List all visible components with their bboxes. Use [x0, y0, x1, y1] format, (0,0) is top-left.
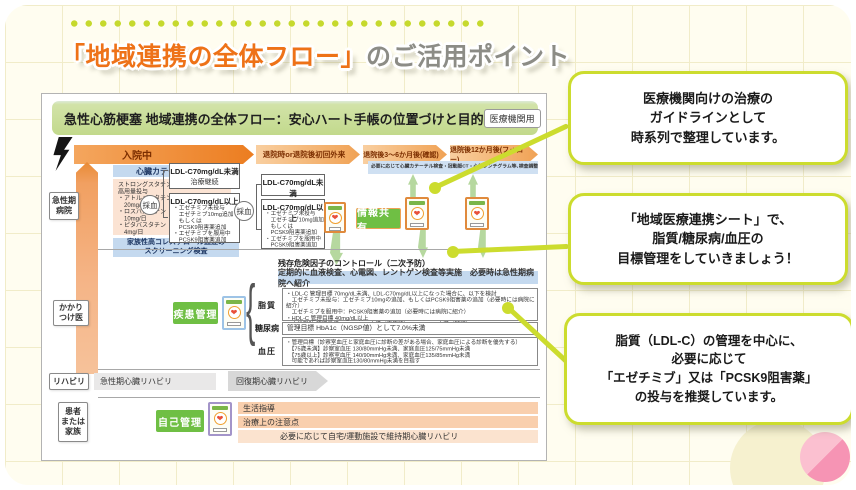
flowchart-title: 急性心筋梗塞 地域連携の全体フロー：安心ハート手帳の位置づけと目的: [64, 111, 484, 127]
page-title: 「地域連携の全体フロー」のご活用ポイント: [60, 37, 570, 73]
diabetes-row-label: 糖尿病: [255, 323, 279, 333]
heart-emblem-icon: ❤: [470, 207, 484, 220]
callout-connector-dot-2: [447, 246, 459, 258]
ldl-over-box-1: LDL-C70mg/dL以上 ・エゼチミブ未投与 エゼチミブ10mg追加 もしく…: [169, 193, 240, 243]
row-label-rehab: リハビリ: [49, 373, 89, 390]
bp-row-label: 血圧: [258, 346, 276, 356]
row-divider-1: [98, 249, 540, 250]
lipid-box: ・LDL-C 管理目標 70mg/dL未満、LDL-C70mg/dL以上になった…: [282, 288, 538, 327]
ldl-under-sub-1: 治療継続: [190, 179, 219, 186]
booklet-title-bar: [469, 201, 485, 205]
booklet-title-bar: [212, 406, 228, 410]
ldl-over-box-2: LDL-C70mg/dL以上 ・エゼチミブ未投与 エゼチミブ10mg追加 もしく…: [261, 199, 325, 249]
self-management-button: 自己管理: [156, 410, 204, 432]
decor-circle-pink: [800, 432, 850, 482]
patient-bar-lifestyle: 生活指導: [238, 402, 538, 414]
callout-liaison-sheet: 「地域医療連携シート」で、 脂質/糖尿病/血圧の 目標管理をしていきましょう！: [568, 193, 848, 285]
flowchart-header: 急性心筋梗塞 地域連携の全体フロー：安心ハート手帳の位置づけと目的 医療機関用: [52, 101, 541, 135]
branch-bracket-1: [163, 170, 168, 218]
diabetes-box: 管理目標 HbA1c（NGSP値）として7.0%未満: [282, 322, 538, 335]
share-down-arrow-2: [418, 230, 428, 258]
recovery-rehab-arrow: 回復期心臓リハビリ: [228, 371, 328, 391]
heart-booklet-icon-1: ❤: [324, 202, 346, 233]
diabetes-text: 管理目標 HbA1c（NGSP値）として7.0%未満: [287, 324, 426, 332]
tests-note-bar: 必要に応じて心臓カテーテル検査・冠動脈CT・心筋シンチグラム等､検査調整: [368, 161, 538, 174]
timeline-stage-inpatient: 入院中: [74, 145, 254, 164]
callout-connector-dot-1: [429, 182, 441, 194]
blood-draw-circle-1: 採血: [140, 195, 160, 215]
timeline-stage-discharge: 退院時or退院後初回外来: [256, 145, 360, 164]
ldl-over-title-1: LDL-C70mg/dL以上: [170, 197, 239, 206]
heart-emblem-icon: ❤: [213, 412, 227, 425]
booklet-name-field: [227, 322, 241, 326]
page-title-rest: のご活用ポイント: [366, 43, 571, 71]
audience-badge: 医療機関用: [483, 108, 541, 128]
row-divider-3: [98, 397, 540, 398]
callout-connector-dot-3: [502, 302, 514, 314]
share-up-arrow-2: [408, 174, 418, 202]
ldl-under-box-1: LDL-C70mg/dL未満 治療継続: [169, 163, 240, 189]
booklet-name-field: [410, 223, 424, 227]
patient-bar-maintenance-rehab: 必要に応じて自宅/運動施設で維持期心臓リハビリ: [238, 430, 538, 443]
heart-booklet-icon-4: ❤: [222, 296, 246, 330]
booklet-name-field: [328, 227, 342, 231]
booklet-title-bar: [409, 201, 425, 205]
ldl-over-title-2: LDL-C70mg/dL以上: [262, 203, 324, 223]
acute-rehab-box: 急性期心臓リハビリ: [94, 373, 216, 390]
ldl-over-detail-1: ・エゼチミブ未投与 エゼチミブ10mg追加 もしくは PCSK9阻害薬追加 ・エ…: [173, 204, 234, 243]
blood-draw-circle-2: 採血: [234, 201, 254, 221]
risk-control-header: 残存危険因子のコントロール（二次予防）: [278, 259, 430, 268]
lightning-icon: [53, 137, 73, 171]
share-down-arrow-3: [478, 230, 488, 258]
booklet-name-field: [470, 223, 484, 227]
dotted-divider: [67, 19, 487, 28]
lipid-row-label: 脂質: [258, 300, 276, 310]
heart-booklet-icon-3: ❤: [465, 197, 489, 230]
disease-management-button: 疾患管理: [173, 302, 218, 324]
page-title-highlight: 「地域連携の全体フロー」: [60, 43, 367, 71]
timeline-stage-3-6months: 退院後3～6か月後(確認): [363, 145, 447, 164]
info-share-button: 情報共有: [356, 208, 401, 234]
share-up-arrow-3: [468, 174, 478, 202]
patient-bar-caution: 治療上の注意点: [238, 416, 538, 428]
booklet-title-bar: [226, 300, 242, 304]
row-label-family-doctor: かかり つけ医: [53, 300, 89, 326]
ldl-under-title-2: LDL-C70mg/dL未満: [262, 178, 324, 198]
row-label-patient-family: 患者 または 家族: [58, 402, 88, 442]
ldl-under-title-1: LDL-C70mg/dL未満: [170, 167, 239, 176]
heart-booklet-icon-5: ❤: [208, 402, 232, 436]
callout-guideline: 医療機関向けの治療の ガイドラインとして 時系列で整理しています。: [568, 71, 848, 165]
hospital-course-arrow: [76, 162, 98, 374]
booklet-title-bar: [327, 206, 343, 210]
bp-box: ・管理目標（診察室血圧と家庭血圧に診断の差がある場合、家庭血圧による診断を優先す…: [282, 337, 538, 366]
row-label-acute-hospital: 急性期 病院: [49, 192, 79, 220]
heart-emblem-icon: ❤: [227, 306, 241, 319]
booklet-name-field: [213, 428, 227, 432]
row-divider-2: [98, 369, 540, 370]
group-brace: {: [246, 272, 256, 348]
ldl-over-detail-2: ・エゼチミブ未投与 エゼチミブ10mg追加 もしくは PCSK9阻害薬追加 ・エ…: [265, 210, 324, 248]
flowchart-panel: 急性心筋梗塞 地域連携の全体フロー：安心ハート手帳の位置づけと目的 医療機関用 …: [41, 93, 547, 461]
tests-note-text: 必要に応じて心臓カテーテル検査・冠動脈CT・心筋シンチグラム等､検査調整: [371, 163, 539, 169]
branch-bracket-2: [256, 184, 261, 230]
bp-text: ・管理目標（診察室血圧と家庭血圧に診断の差がある場合、家庭血圧による診断を優先す…: [286, 339, 522, 365]
checkup-bar: 定期的に血液検査、心電図、レントゲン検査等実施 必要時は急性期病院へ紹介: [278, 268, 538, 288]
ldl-under-box-2: LDL-C70mg/dL未満 治療継続: [261, 174, 325, 208]
heart-emblem-icon: ❤: [410, 207, 424, 220]
heart-emblem-icon: ❤: [328, 211, 342, 225]
callout-lipid-management: 脂質（LDL-C）の管理を中心に、 必要に応じて 「エゼチミブ」又は「PCSK9…: [564, 313, 851, 425]
heart-booklet-icon-2: ❤: [405, 197, 429, 230]
